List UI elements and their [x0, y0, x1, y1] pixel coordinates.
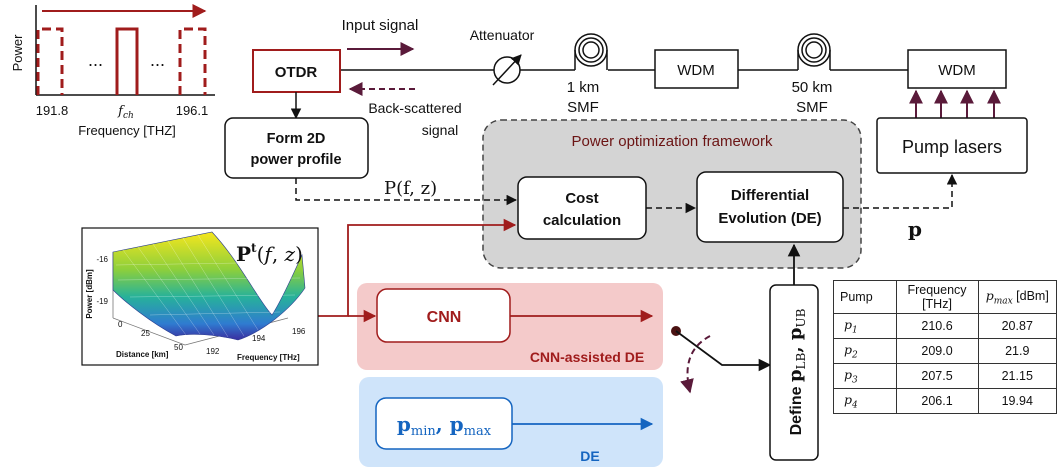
- smf2-label-line2: SMF: [796, 99, 828, 116]
- spectrum-dots-left: ...: [88, 50, 103, 70]
- channel-center: [115, 27, 139, 95]
- cnn-label: CNN: [427, 309, 462, 326]
- table-cell-pump: p3: [833, 363, 897, 389]
- table-cell-pmax: 19.94: [977, 388, 1057, 414]
- surface-ztick-196: 196: [292, 327, 306, 336]
- table-cell-pmax: 20.87: [977, 313, 1057, 339]
- cost-label-line1: Cost: [565, 190, 598, 207]
- framework-title: Power optimization framework: [572, 133, 773, 150]
- table-cell-frequency: 207.5: [895, 363, 979, 389]
- pump-table-header-frequency: Frequency [THz]: [895, 280, 979, 314]
- table-row: p3 207.5 21.15: [833, 363, 1057, 389]
- pfz-label: P(f, z): [384, 178, 437, 199]
- de-to-pumps-path: [843, 173, 958, 209]
- table-cell-frequency: 209.0: [895, 338, 979, 364]
- de-label-line2: Evolution (DE): [718, 210, 821, 227]
- surface-z-label: Frequency [THz]: [237, 353, 300, 362]
- backscatter-label-line1: Back-scattered: [368, 100, 461, 116]
- table-row: p2 209.0 21.9: [833, 338, 1057, 364]
- channel-left-dashed: [36, 27, 64, 95]
- form-2d-label-line2: power profile: [250, 152, 341, 168]
- spectrum-tick-mid: fch: [117, 104, 134, 121]
- surface-mesh: [112, 231, 306, 341]
- spectrum-tick-right: 196.1: [176, 103, 209, 118]
- table-cell-pump: p1: [833, 313, 897, 339]
- de-box: [696, 171, 844, 243]
- table-row: p4 206.1 19.94: [833, 388, 1057, 414]
- de-region-label: DE: [580, 448, 599, 464]
- selector-switch-icon: [671, 326, 772, 394]
- smf2-label-line1: 50 km: [792, 79, 833, 96]
- smf1-label-line1: 1 km: [567, 79, 600, 96]
- table-cell-frequency: 206.1: [895, 388, 979, 414]
- otdr-box: [252, 49, 341, 93]
- pump-table-header-pmax: pmax [dBm]: [977, 280, 1057, 314]
- spectrum-y-label: Power: [10, 34, 25, 72]
- surface-xtick-0: 0: [118, 320, 123, 329]
- surface-ytick-top: -16: [96, 255, 108, 264]
- wdm2-label: WDM: [938, 62, 976, 79]
- pump-table-header-row: Pump Frequency [THz] pmax [dBm]: [833, 280, 1057, 314]
- surface-y-label: Power [dBm]: [85, 269, 94, 319]
- attenuator-label: Attenuator: [470, 27, 535, 43]
- surface-ytick-bottom: -19: [96, 297, 108, 306]
- spectrum-inset: ... ... Power 191.8 fch 196.1 Frequency …: [10, 4, 215, 138]
- form-2d-box: [224, 117, 369, 179]
- channel-right-dashed: [178, 27, 207, 95]
- pump-table-header-pump: Pump: [833, 280, 897, 314]
- cost-calculation-box: [517, 176, 647, 240]
- form-2d-label-line1: Form 2D: [267, 131, 326, 147]
- spectrum-x-label: Frequency [THZ]: [78, 123, 176, 138]
- table-cell-frequency: 210.6: [895, 313, 979, 339]
- cnn-assisted-de-label: CNN-assisted DE: [530, 349, 644, 365]
- otdr-label: OTDR: [275, 64, 318, 81]
- pt-to-cost-path: [318, 218, 517, 317]
- surface-x-label: Distance [km]: [116, 350, 169, 359]
- fiber-spool-2-icon: [797, 33, 831, 70]
- smf1-label-line2: SMF: [567, 99, 599, 116]
- backscatter-label-line2: signal: [422, 122, 459, 138]
- wdm1-label: WDM: [677, 62, 715, 79]
- surface-ztick-192: 192: [206, 347, 220, 356]
- wdm2-box: [907, 49, 1007, 89]
- table-cell-pmax: 21.9: [977, 338, 1057, 364]
- pt-fz-label: Pt(f, z): [236, 241, 303, 266]
- define-bounds-label: Define pLB, pUB: [785, 308, 808, 435]
- attenuator-icon: [492, 54, 522, 86]
- fiber-spool-1-icon: [574, 33, 608, 70]
- de-label-line1: Differential: [731, 187, 809, 204]
- pfz-dashed-path: [295, 178, 518, 206]
- table-cell-pump: p4: [833, 388, 897, 414]
- surface-ztick-194: 194: [252, 334, 266, 343]
- surface-xtick-25: 25: [141, 329, 150, 338]
- pump-lasers-box: [876, 117, 1028, 174]
- spectrum-tick-left: 191.8: [36, 103, 69, 118]
- spectrum-dots-right: ...: [150, 50, 165, 70]
- surface-plot-inset: -16 -19 Power [dBm] 0 25 50 Distance [km…: [81, 227, 319, 366]
- input-signal-label: Input signal: [342, 17, 419, 34]
- p-vector-label: p: [908, 217, 922, 241]
- surface-xtick-50: 50: [174, 343, 183, 352]
- pump-lasers-label: Pump lasers: [902, 137, 1002, 157]
- cost-label-line2: calculation: [543, 212, 621, 229]
- table-cell-pump: p2: [833, 338, 897, 364]
- pump-table: Pump Frequency [THz] pmax [dBm] p1 210.6…: [833, 280, 1057, 414]
- wdm1-box: [654, 49, 739, 89]
- table-cell-pmax: 21.15: [977, 363, 1057, 389]
- pump-arrows: [909, 89, 1001, 118]
- table-row: p1 210.6 20.87: [833, 313, 1057, 339]
